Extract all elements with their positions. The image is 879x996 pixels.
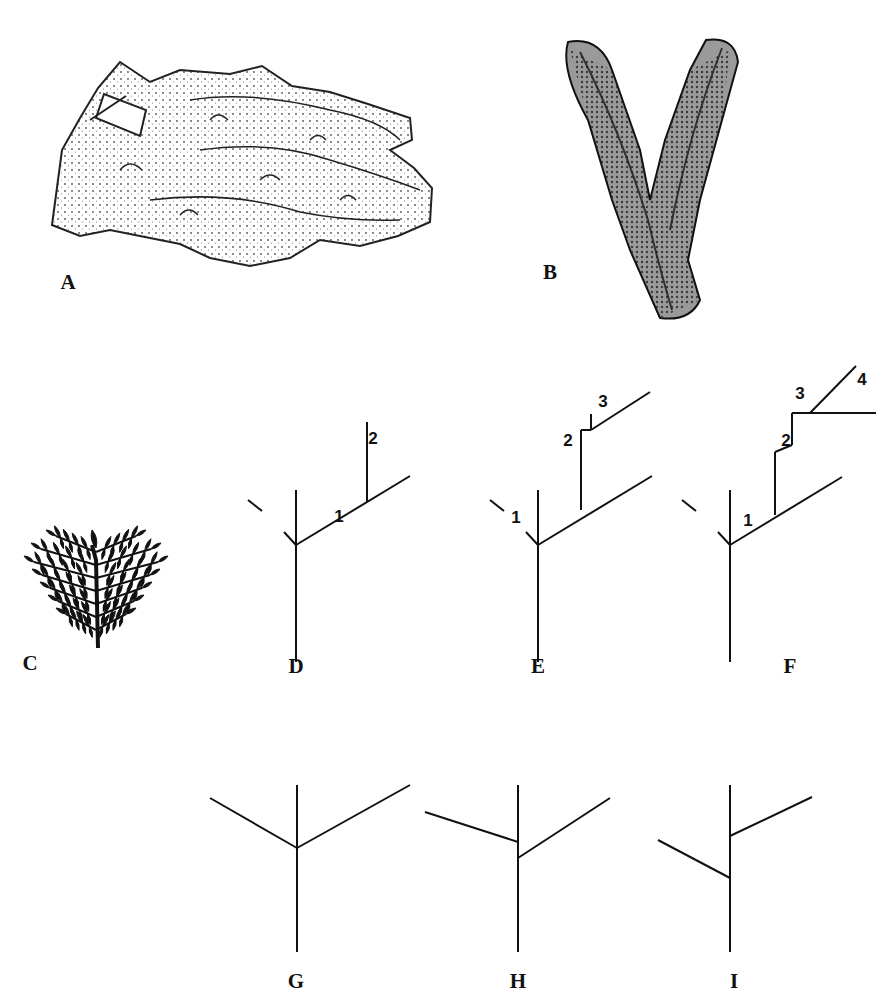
panel-letter: H	[510, 971, 526, 992]
callout-number: 4	[857, 371, 866, 388]
panel-letter: F	[784, 656, 797, 677]
branch-diagram-i	[658, 785, 812, 952]
branch-diagram-h	[425, 785, 610, 952]
branch-diagram-e	[490, 392, 652, 662]
callout-number: 3	[795, 385, 804, 402]
panel-letter: C	[22, 653, 37, 674]
callout-number: 1	[334, 508, 343, 525]
callout-number: 2	[368, 430, 377, 447]
branch-diagram-f	[682, 366, 876, 662]
callout-number: 2	[563, 432, 572, 449]
callout-number: 3	[598, 393, 607, 410]
fossil-a	[52, 62, 432, 266]
fossil-b	[566, 39, 738, 318]
callout-number: 1	[743, 512, 752, 529]
panel-letter: E	[531, 656, 545, 677]
branch-diagram-d	[248, 422, 410, 662]
callout-number: 2	[781, 432, 790, 449]
panel-letter: I	[730, 971, 738, 992]
plant-c	[24, 526, 168, 648]
callout-number: 1	[511, 509, 520, 526]
panel-letter: G	[288, 971, 304, 992]
panel-letter: B	[543, 262, 557, 283]
branch-diagram-g	[210, 785, 410, 952]
panel-letter: D	[288, 656, 303, 677]
panel-letter: A	[60, 272, 75, 293]
